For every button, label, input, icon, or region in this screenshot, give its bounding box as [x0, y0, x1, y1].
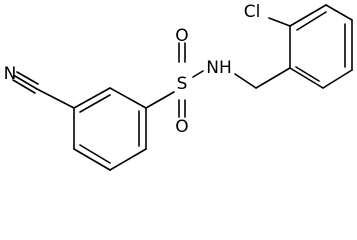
nitrogen-label: N [4, 64, 17, 84]
bond-lines [12, 4, 353, 171]
bond-line [234, 73, 257, 89]
bond-line [255, 67, 291, 89]
bond-line [109, 148, 147, 171]
triple-bond-line [14, 75, 38, 90]
amine-label: NH [206, 58, 232, 78]
oxygen-label: O [175, 26, 188, 46]
ring-double-bond-line [296, 11, 327, 31]
ring-double-bond-line [79, 144, 111, 164]
triple-bond-line [16, 71, 39, 85]
bond-line [73, 148, 111, 171]
oxygen-label: O [175, 117, 188, 137]
atom-labels: N S O O NH Cl [4, 2, 261, 137]
bond-line [192, 70, 204, 78]
bond-line [268, 17, 291, 27]
bond-line [145, 91, 175, 109]
bond-line [109, 87, 147, 109]
sulfur-label: S [177, 74, 188, 94]
bond-line [322, 69, 353, 89]
bond-line [289, 4, 327, 27]
ring-double-bond-line [295, 66, 320, 82]
chemical-structure: N S O O NH Cl [4, 2, 353, 171]
bond-line [73, 87, 111, 109]
bond-line [325, 4, 353, 21]
bond-line [36, 88, 75, 109]
bond-line [289, 67, 324, 89]
chlorine-label: Cl [244, 2, 261, 22]
triple-bond-line [12, 79, 36, 94]
ring-double-bond-line [79, 94, 111, 113]
